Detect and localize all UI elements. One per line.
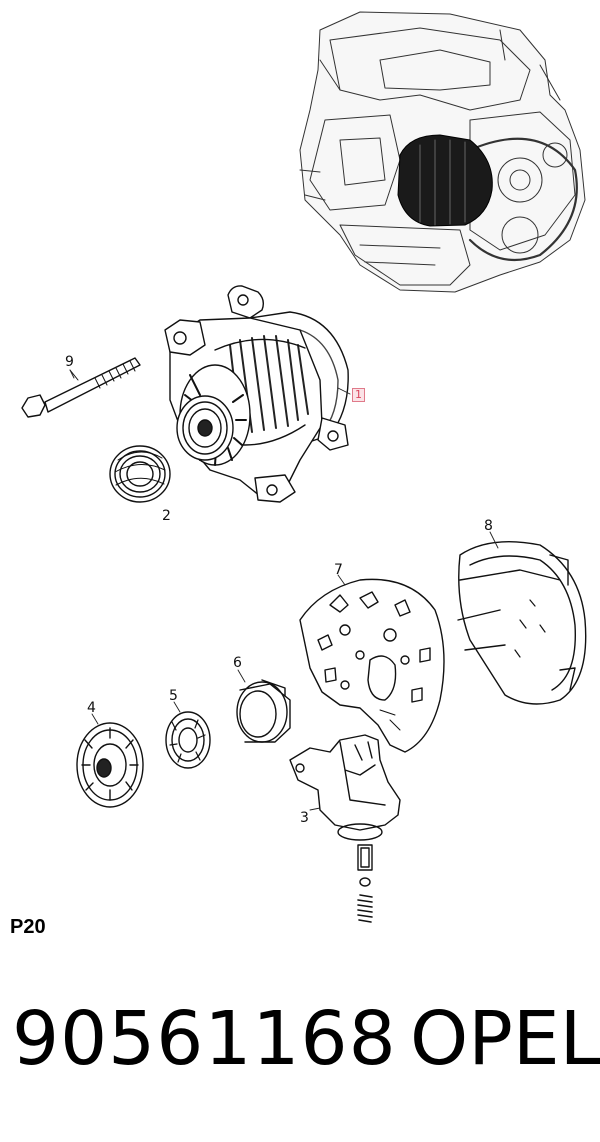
callout-4-label: 4 <box>87 700 96 716</box>
callout-6-label: 6 <box>233 655 242 671</box>
callout-7-label: 7 <box>334 562 343 578</box>
page-code: P20 <box>10 916 46 938</box>
rectifier-plate-part <box>299 578 445 753</box>
exploded-parts-diagram <box>21 11 587 923</box>
small-bearing-part <box>165 711 211 769</box>
engine-illustration <box>299 11 586 293</box>
part-number: 90561168 <box>12 996 397 1082</box>
callout-leaders <box>69 369 499 811</box>
voltage-regulator-part <box>289 734 401 923</box>
pulley-part <box>109 445 171 503</box>
callout-5-label: 5 <box>169 688 178 704</box>
alternator-assembly <box>164 285 349 503</box>
callout-9-label: 9 <box>65 354 74 370</box>
callout-1-label: 1 <box>352 388 365 402</box>
large-bearing-part <box>76 722 144 808</box>
collar-part <box>236 679 291 743</box>
rear-cover-part <box>457 541 587 705</box>
callout-2-label: 2 <box>162 508 171 524</box>
brand-name: OPEL <box>410 996 600 1082</box>
callout-8-label: 8 <box>484 518 493 534</box>
bolt-part <box>21 357 141 418</box>
callout-3-label: 3 <box>300 810 309 826</box>
